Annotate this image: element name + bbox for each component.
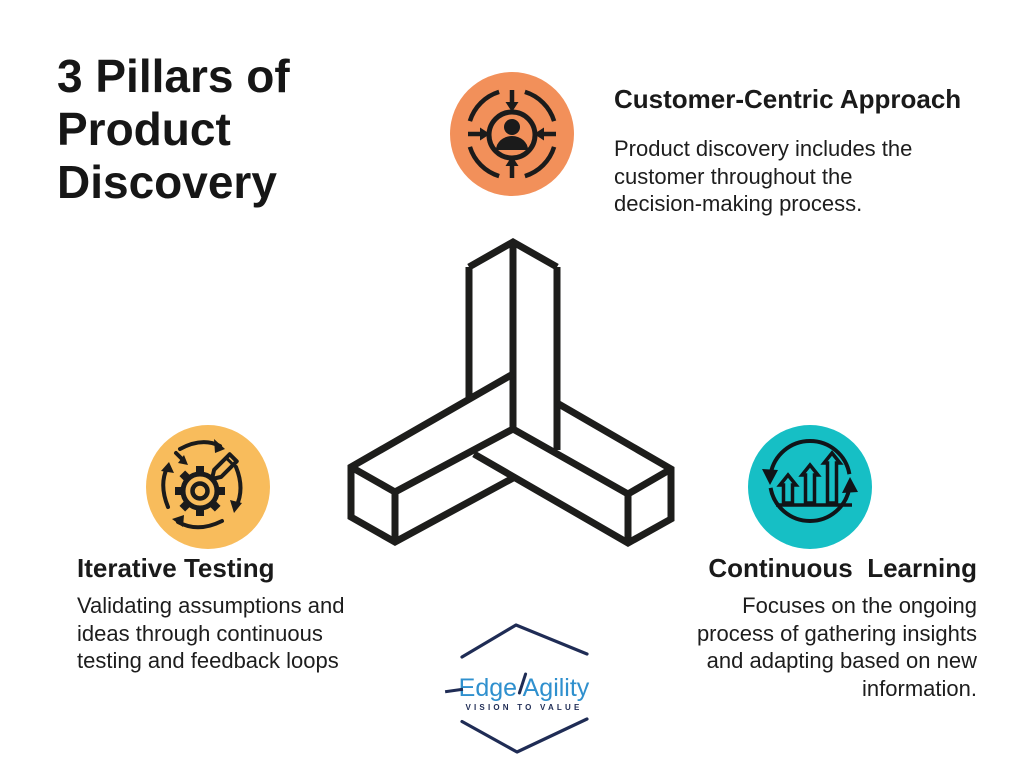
arrow-tall	[820, 450, 844, 505]
cycle-arrowheads	[762, 469, 858, 493]
logo-tagline: VISION TO VALUE	[465, 703, 583, 712]
left-beam-outline	[347, 370, 515, 547]
hexagon-chevrons	[460, 623, 589, 754]
pillar-beams	[347, 237, 675, 548]
hexagon-top-chevron	[460, 623, 589, 659]
person-torso	[496, 136, 528, 150]
pillar-heading-customer: Customer-Centric Approach	[614, 84, 962, 114]
hexagon-bottom-chevron	[460, 717, 589, 754]
rising-arrows-cycle-icon	[748, 425, 872, 549]
person-in-target-arrows-icon	[450, 72, 574, 196]
pillar-body-learning: Focuses on the ongoing process of gather…	[696, 593, 977, 701]
pillar-body-customer: Product discovery includes the customer …	[614, 136, 913, 216]
pillar-body-iterative: Validating assumptions and ideas through…	[77, 593, 345, 673]
growth-arrows-art	[768, 439, 852, 523]
pillar-heading-learning: Continuous Learning	[708, 553, 977, 583]
page-title: 3 Pillars of Product Discovery	[57, 50, 290, 208]
gear-art	[175, 466, 225, 516]
cycle-arc-top	[768, 439, 852, 475]
pencil-icon	[210, 452, 239, 481]
arrow-small	[776, 472, 800, 505]
logo-hexagon-frame	[460, 623, 589, 754]
right-beam-top-face	[511, 425, 673, 499]
right-beam-outline	[472, 399, 675, 548]
person-head	[504, 119, 520, 135]
cycle-arc-bottom	[768, 487, 852, 523]
arrow-medium	[798, 462, 822, 505]
customer-icon-fills	[480, 102, 544, 166]
three-pillar-illustration	[347, 237, 675, 548]
pillar-heading-iterative: Iterative Testing	[77, 553, 275, 583]
gear-pencil-cycle-icon	[146, 425, 270, 549]
cycle-arrowheads	[161, 439, 242, 527]
